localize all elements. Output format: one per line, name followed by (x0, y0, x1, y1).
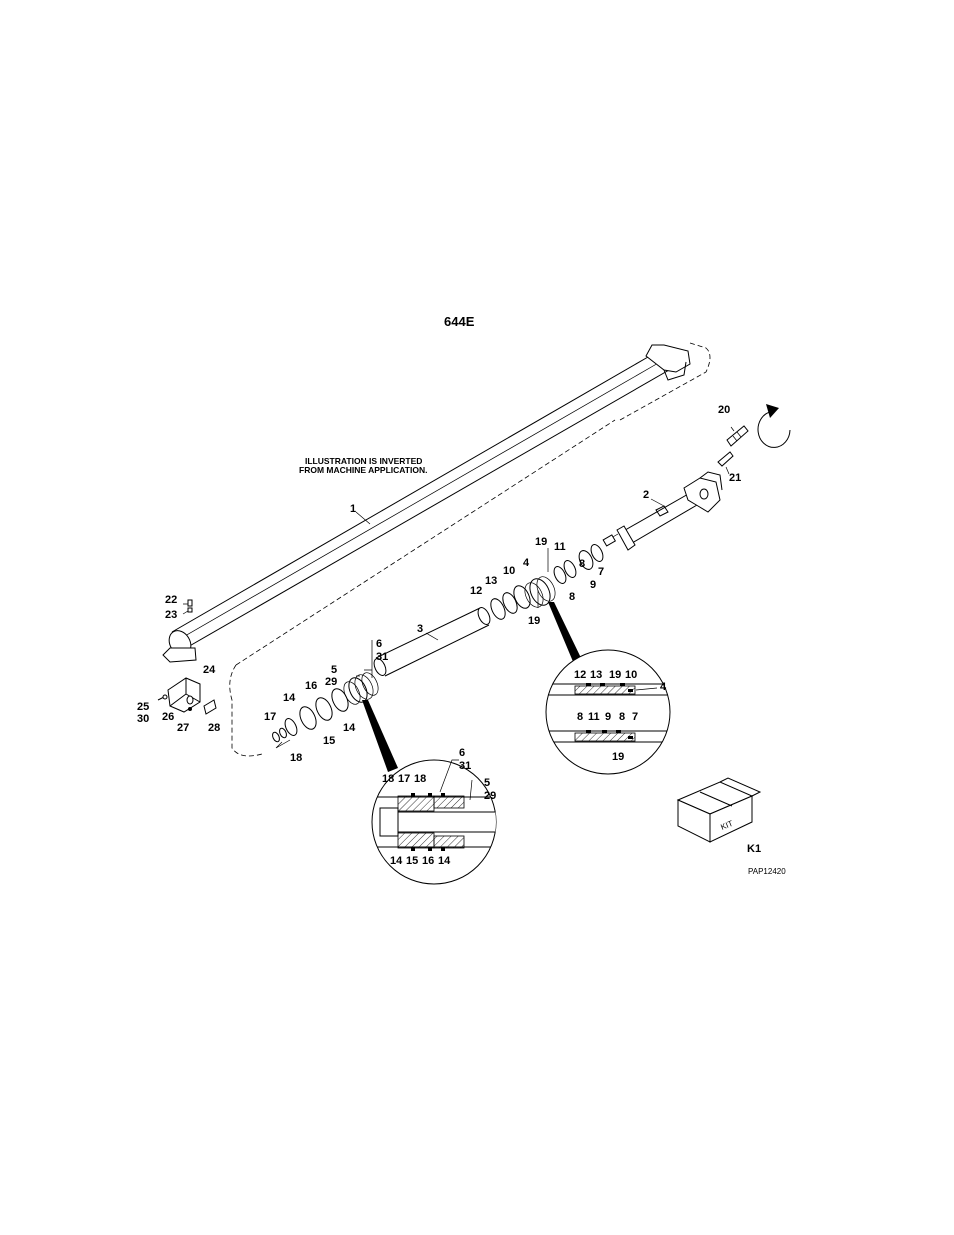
callout-8d: 8 (619, 711, 625, 723)
callout-15: 15 (323, 735, 335, 747)
detail-pointer-right (548, 602, 582, 664)
callout-25: 25 (137, 701, 149, 713)
callout-12: 12 (470, 585, 482, 597)
callout-23: 23 (165, 609, 177, 621)
callout-15b: 15 (406, 855, 418, 867)
mounting-bracket (168, 678, 200, 712)
callout-8c: 8 (577, 711, 583, 723)
callout-8a: 8 (579, 558, 585, 570)
callout-3: 3 (417, 623, 423, 635)
callout-16b: 16 (422, 855, 434, 867)
callout-19a: 19 (535, 536, 547, 548)
callout-10: 10 (503, 565, 515, 577)
callout-29: 29 (325, 676, 337, 688)
callout-12b: 12 (574, 669, 586, 681)
callout-11b: 11 (588, 711, 600, 723)
callout-27: 27 (177, 722, 189, 734)
callout-26: 26 (162, 711, 174, 723)
spacer-tube (372, 606, 493, 678)
callout-8b: 8 (569, 591, 575, 603)
callout-22: 22 (165, 594, 177, 606)
callout-11: 11 (554, 541, 566, 553)
callout-19d: 19 (612, 751, 624, 763)
callout-16: 16 (305, 680, 317, 692)
callout-17: 17 (264, 711, 276, 723)
callout-14d: 14 (438, 855, 451, 867)
callout-29b: 29 (484, 790, 496, 802)
callout-6b: 6 (459, 747, 465, 759)
callout-19b: 19 (528, 615, 540, 627)
callout-6: 6 (376, 638, 382, 650)
callout-18: 18 (290, 752, 302, 764)
callout-7: 7 (598, 566, 604, 578)
callout-10b: 10 (625, 669, 637, 681)
inverted-note-line2: FROM MACHINE APPLICATION. (299, 465, 427, 475)
diagram-title: 644E (444, 314, 475, 329)
callout-20: 20 (718, 404, 730, 416)
callout-31b: 31 (459, 760, 471, 772)
piston-assembly (341, 670, 382, 707)
fitting-21 (718, 452, 733, 466)
callout-14c: 14 (390, 855, 403, 867)
detail-pointer-left (362, 700, 398, 772)
fitting-20 (727, 426, 748, 446)
callout-30: 30 (137, 713, 149, 725)
nut-27 (188, 707, 192, 711)
callout-31: 31 (376, 651, 388, 663)
bolt-22 (188, 600, 192, 612)
callout-14b: 14 (343, 722, 356, 734)
rotate-arrow-icon (758, 404, 790, 447)
callout-19c: 19 (609, 669, 621, 681)
callout-k1: K1 (747, 843, 761, 855)
callout-9: 9 (590, 579, 596, 591)
clip-28 (204, 700, 216, 714)
callout-28: 28 (208, 722, 220, 734)
callout-13: 13 (485, 575, 497, 587)
callout-5b: 5 (484, 777, 490, 789)
head-seal-rings (488, 543, 605, 622)
callout-18b: 18 (382, 773, 394, 785)
callout-9b: 9 (605, 711, 611, 723)
callout-5: 5 (331, 664, 337, 676)
callout-18c: 18 (414, 773, 426, 785)
callout-21: 21 (729, 472, 741, 484)
callout-13b: 13 (590, 669, 602, 681)
callout-1: 1 (350, 503, 356, 515)
kit-box: KIT (678, 778, 760, 842)
callout-14a: 14 (283, 692, 296, 704)
callout-4b: 4 (660, 681, 667, 693)
piston-rod (603, 472, 722, 550)
cylinder-barrel (163, 345, 690, 662)
callout-4: 4 (523, 557, 530, 569)
callout-2: 2 (643, 489, 649, 501)
callout-24: 24 (203, 664, 216, 676)
callout-7b: 7 (632, 711, 638, 723)
figure-code: PAP12420 (748, 867, 786, 876)
callout-17b: 17 (398, 773, 410, 785)
bolt-25 (158, 695, 167, 700)
